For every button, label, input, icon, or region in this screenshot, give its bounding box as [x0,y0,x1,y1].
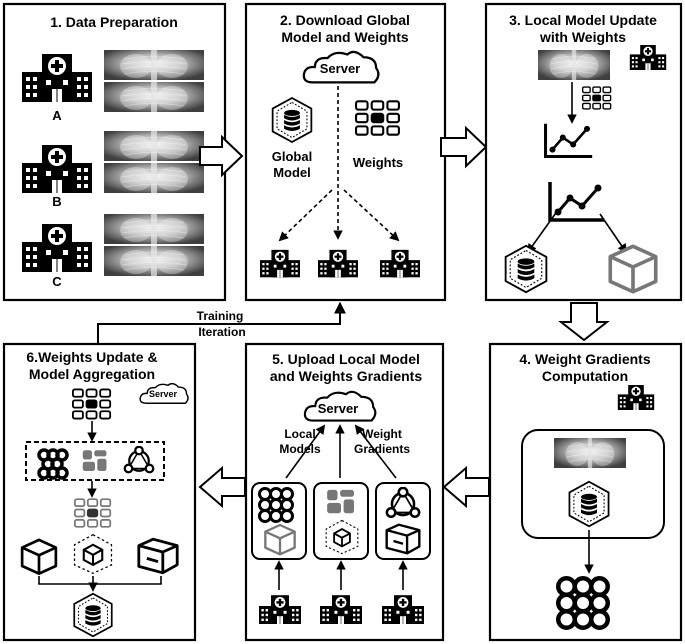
arrow-panel-3-to-4 [558,302,610,342]
dashed-arrow-to-hospital [343,189,400,242]
weights-pattern-icon [37,448,69,480]
hospital-a-label: A [52,108,62,123]
xray-image [104,50,204,80]
upload-arrow [354,424,397,479]
panel-5-upload-local-model: 5. Upload Local Model and Weights Gradie… [244,342,445,642]
model-box-icon [137,537,179,575]
panel-6-title-line-2: Model Aggregation [29,366,155,382]
model-database-icon [568,480,610,528]
arrow-panel-1-to-2 [199,134,244,178]
panel-3-title-line-2: with Weights [539,29,626,45]
training-iteration-label-line-2: Iteration [198,325,245,339]
xray-image [538,50,610,80]
panel-1-title: 1. Data Preparation [50,14,178,30]
weight-gradients-label-line-1: Weight [362,427,402,441]
weights-grid-icon [72,388,112,420]
weights-label: Weights [353,155,403,170]
panel-4-title-line-1: 4. Weight Gradients [519,351,650,367]
server-label: Server [320,61,360,76]
xray-image [104,246,204,276]
hospital-b-label: B [52,194,61,209]
flow-arrow [526,209,559,254]
weights-grid-icon [582,86,612,110]
upload-arrow [285,424,326,479]
arrow-panel-5-to-6 [198,465,246,509]
updated-weights-grid-icon [74,498,112,528]
model-box-icon [608,244,658,294]
panel-4-title-line-2: Computation [542,368,628,384]
model-box-icon [385,523,421,555]
panel-2-title-line-1: 2. Download Global [280,12,410,28]
panel-3-title-line-1: 3. Local Model Update [509,12,657,28]
xray-image [104,82,204,112]
aggregated-model-database-icon [73,592,113,638]
local-models-label-line-2: Models [279,442,321,456]
xray-image [104,163,204,193]
server-label: Server [318,401,358,416]
panel-4-weight-gradients: 4. Weight Gradients Computation [488,342,683,642]
weights-grid-icon [355,100,400,136]
panel-3-local-model-update: 3. Local Model Update with Weights [484,2,683,302]
aggregation-connector [38,576,162,585]
panel-2-download-global-model: 2. Download Global Model and Weights Ser… [244,2,447,302]
panel-1-data-preparation: 1. Data Preparation A B C [2,2,227,302]
model-database-icon [504,244,548,294]
server-label: Server [149,389,178,399]
global-model-label-line-2: Model [273,165,311,180]
xray-image [554,438,626,468]
panel-5-title-line-2: and Weights Gradients [270,368,422,384]
model-box-icon [20,538,58,576]
training-iteration-loop-arrow [97,301,346,344]
arrow-panel-4-to-5 [442,465,490,509]
hospital-c-label: C [52,274,62,289]
panel-6-weights-update-aggregation: 6.Weights Update & Model Aggregation Ser… [2,342,197,642]
training-iteration-label-line-1: Training [197,309,244,323]
flow-arrow [599,213,628,254]
local-models-label-line-1: Local [284,427,315,441]
panel-2-title-line-2: Model and Weights [281,29,409,45]
panel-6-title-line-1: 6.Weights Update & [26,349,157,365]
panel-5-title-line-1: 5. Upload Local Model [272,351,420,367]
xray-image [104,131,204,161]
global-model-database-icon [271,97,313,143]
weight-gradients-label-line-2: Gradients [354,442,410,456]
arrow-panel-2-to-3 [440,125,488,169]
model-box-icon [264,523,296,556]
global-model-label-line-1: Global [272,149,312,164]
dashed-arrow-to-hospital [278,189,333,242]
xray-image [104,214,204,244]
